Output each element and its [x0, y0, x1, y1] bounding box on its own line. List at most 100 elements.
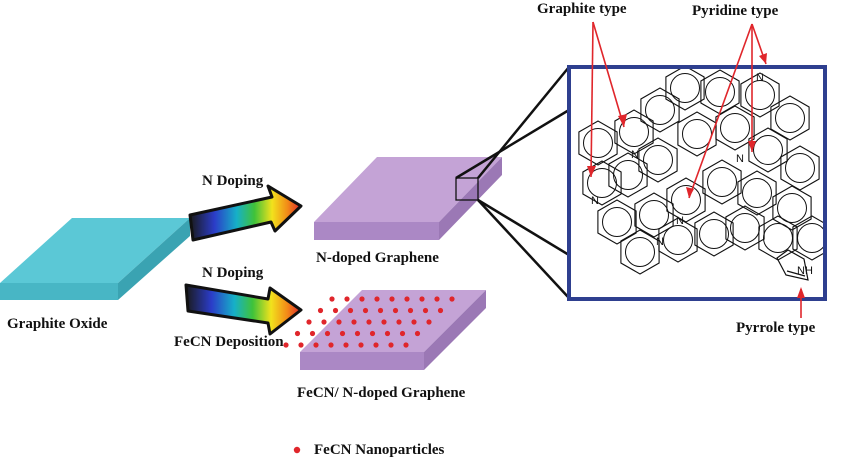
aromatic-circle — [670, 73, 700, 103]
hexagon-ring — [770, 95, 810, 141]
nitrogen-atom-left: N — [591, 195, 599, 207]
aromatic-circle — [671, 185, 701, 215]
label-graphite-oxide: Graphite Oxide — [7, 316, 108, 332]
zoom-lines — [455, 66, 570, 299]
hexagon-ring — [677, 111, 717, 157]
aromatic-circle — [763, 223, 793, 253]
fecn-nanoparticle-dot — [422, 307, 429, 314]
fecn-nanoparticle-dot — [377, 307, 384, 314]
nitrogen-atom-left-upper: N — [631, 149, 639, 161]
fecn-nanoparticle-dot — [343, 342, 349, 348]
fecn-nanoparticle-dot — [384, 330, 391, 337]
hexagon-ring — [608, 152, 648, 198]
fecn-nanoparticle-dot — [389, 296, 395, 302]
fecn-nanoparticle-dot — [404, 296, 410, 302]
label-n-doped-graphene: N-doped Graphene — [316, 250, 439, 266]
aromatic-circle — [742, 178, 772, 208]
fecn-nanoparticle-dot — [449, 296, 455, 302]
fecn-nanoparticle-dot — [381, 319, 387, 325]
aromatic-circle — [705, 77, 735, 107]
zoom-region-box — [455, 177, 479, 201]
aromatic-circle — [745, 80, 775, 110]
aromatic-circle — [682, 119, 712, 149]
aromatic-circle — [777, 193, 807, 223]
aromatic-circle — [699, 219, 729, 249]
fecn-nanoparticle-dot — [358, 342, 364, 348]
aromatic-circle — [613, 160, 643, 190]
hexagon-ring — [725, 205, 765, 251]
aromatic-circle — [797, 223, 825, 253]
fecn-nanoparticle-dot — [437, 307, 444, 314]
hexagon-ring — [582, 160, 622, 206]
label-graphite-type: Graphite type — [537, 1, 627, 17]
hexagon-ring — [597, 199, 637, 245]
legend-fecn-nanoparticles: FeCN Nanoparticles — [314, 442, 445, 458]
aromatic-circle — [645, 95, 675, 125]
aromatic-circle — [587, 168, 617, 198]
aromatic-circle — [639, 200, 669, 230]
hexagon-ring — [740, 72, 780, 118]
arrow-fecn-deposition — [184, 283, 303, 336]
fecn-nanoparticle-dot — [359, 296, 365, 302]
fecn-nanoparticle-dot — [306, 319, 312, 325]
fecn-nanoparticle-dot — [339, 330, 346, 337]
aromatic-circle — [730, 213, 760, 243]
hexagon-ring — [666, 177, 706, 223]
arrow-n-doping — [188, 184, 303, 242]
fecn-graphene-slab — [300, 290, 486, 370]
fecn-nanoparticle-dot — [347, 307, 354, 314]
hexagon-ring — [758, 215, 798, 261]
fecn-nanoparticle-dot — [354, 330, 361, 337]
label-n-doping-top: N Doping — [202, 173, 264, 189]
aromatic-circle — [775, 103, 805, 133]
graphite-oxide-slab — [0, 218, 190, 300]
fecn-nanoparticle-dot — [298, 342, 304, 348]
fecn-nanoparticle-dot — [366, 319, 372, 325]
label-n-doping-bottom: N Doping — [202, 265, 264, 281]
fecn-nanoparticle-dot — [392, 307, 399, 314]
legend-nanoparticle-dot — [293, 446, 301, 454]
aromatic-circle — [663, 225, 693, 255]
hexagon-ring — [792, 215, 825, 261]
pointer-arrowheads — [587, 53, 805, 298]
label-fecn-n-doped-graphene: FeCN/ N-doped Graphene — [297, 385, 466, 401]
fecn-nanoparticle-dot — [419, 296, 425, 302]
pyrrole-nh-atom: NH — [797, 265, 813, 277]
aromatic-circle — [753, 135, 783, 165]
fecn-nanoparticle-dot — [373, 342, 379, 348]
hexagon-ring — [665, 67, 705, 111]
hexagon-ring — [702, 159, 742, 205]
graphite-pointer-2 — [590, 21, 594, 178]
fecn-nanoparticle-dot — [434, 296, 440, 302]
hexagon-ring — [694, 211, 734, 257]
aromatic-circle — [707, 167, 737, 197]
nitrogen-atom-top: N — [756, 72, 764, 84]
fecn-nanoparticle-dot — [388, 342, 394, 348]
nitrogen-atom-bottom: N — [656, 236, 664, 248]
hexagon-ring — [578, 120, 618, 166]
fecn-nanoparticle-dot — [407, 307, 414, 314]
fecn-nanoparticle-dot — [317, 307, 324, 314]
fecn-nanoparticle-dot — [313, 342, 319, 348]
hexagon-ring — [737, 170, 777, 216]
fecn-nanoparticle-dot — [332, 307, 339, 314]
fecn-nanoparticle-dot — [329, 296, 335, 302]
label-pyrrole-type: Pyrrole type — [736, 320, 816, 336]
hexagon-ring — [620, 229, 660, 275]
n-doped-graphene-slab — [314, 157, 502, 240]
fecn-nanoparticle-dot — [283, 342, 289, 348]
fecn-nanoparticle-dot — [351, 319, 357, 325]
aromatic-circle — [785, 153, 815, 183]
fecn-nanoparticle-dot — [336, 319, 342, 325]
hexagon-ring — [638, 137, 678, 183]
hexagon-ring — [700, 69, 740, 115]
fecn-nanoparticle-dot — [321, 319, 327, 325]
fecn-nanoparticle-dot — [362, 307, 369, 314]
aromatic-circle — [619, 117, 649, 147]
fecn-nanoparticle-dot — [324, 330, 331, 337]
hexagon-ring — [658, 217, 698, 263]
fecn-nanoparticle-dot — [309, 330, 316, 337]
fecn-nanoparticle-dot — [374, 296, 380, 302]
aromatic-circle — [602, 207, 632, 237]
